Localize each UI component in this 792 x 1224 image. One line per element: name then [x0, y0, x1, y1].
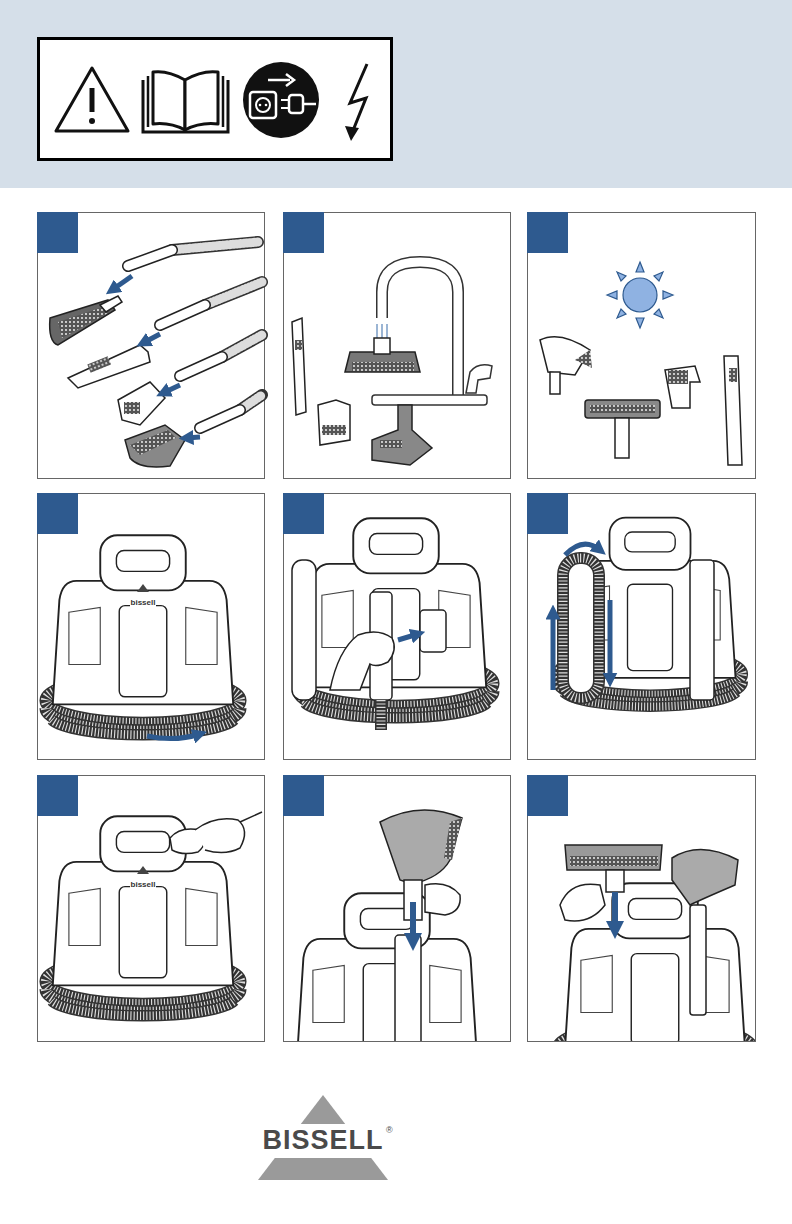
attach-tool-figure — [290, 810, 484, 1041]
header-band — [0, 0, 792, 188]
registered-mark: ® — [385, 1126, 394, 1136]
wipe-machine-figure — [46, 812, 262, 1016]
brand-logo — [258, 1095, 388, 1180]
hose-wrap-figure — [46, 535, 240, 738]
machine-logo: bissell — [130, 599, 157, 608]
step-square — [37, 212, 568, 816]
air-dry-figure — [540, 262, 742, 465]
remove-tube-figure — [292, 518, 493, 730]
unwrap-hose-figure — [553, 518, 742, 707]
rinse-tools-figure — [292, 262, 492, 465]
machine-logo: bissell — [130, 881, 157, 890]
brand-wordmark: BISSELL — [261, 1126, 384, 1156]
store-tool-figure — [558, 845, 752, 1041]
detach-tools-figure — [50, 242, 262, 467]
